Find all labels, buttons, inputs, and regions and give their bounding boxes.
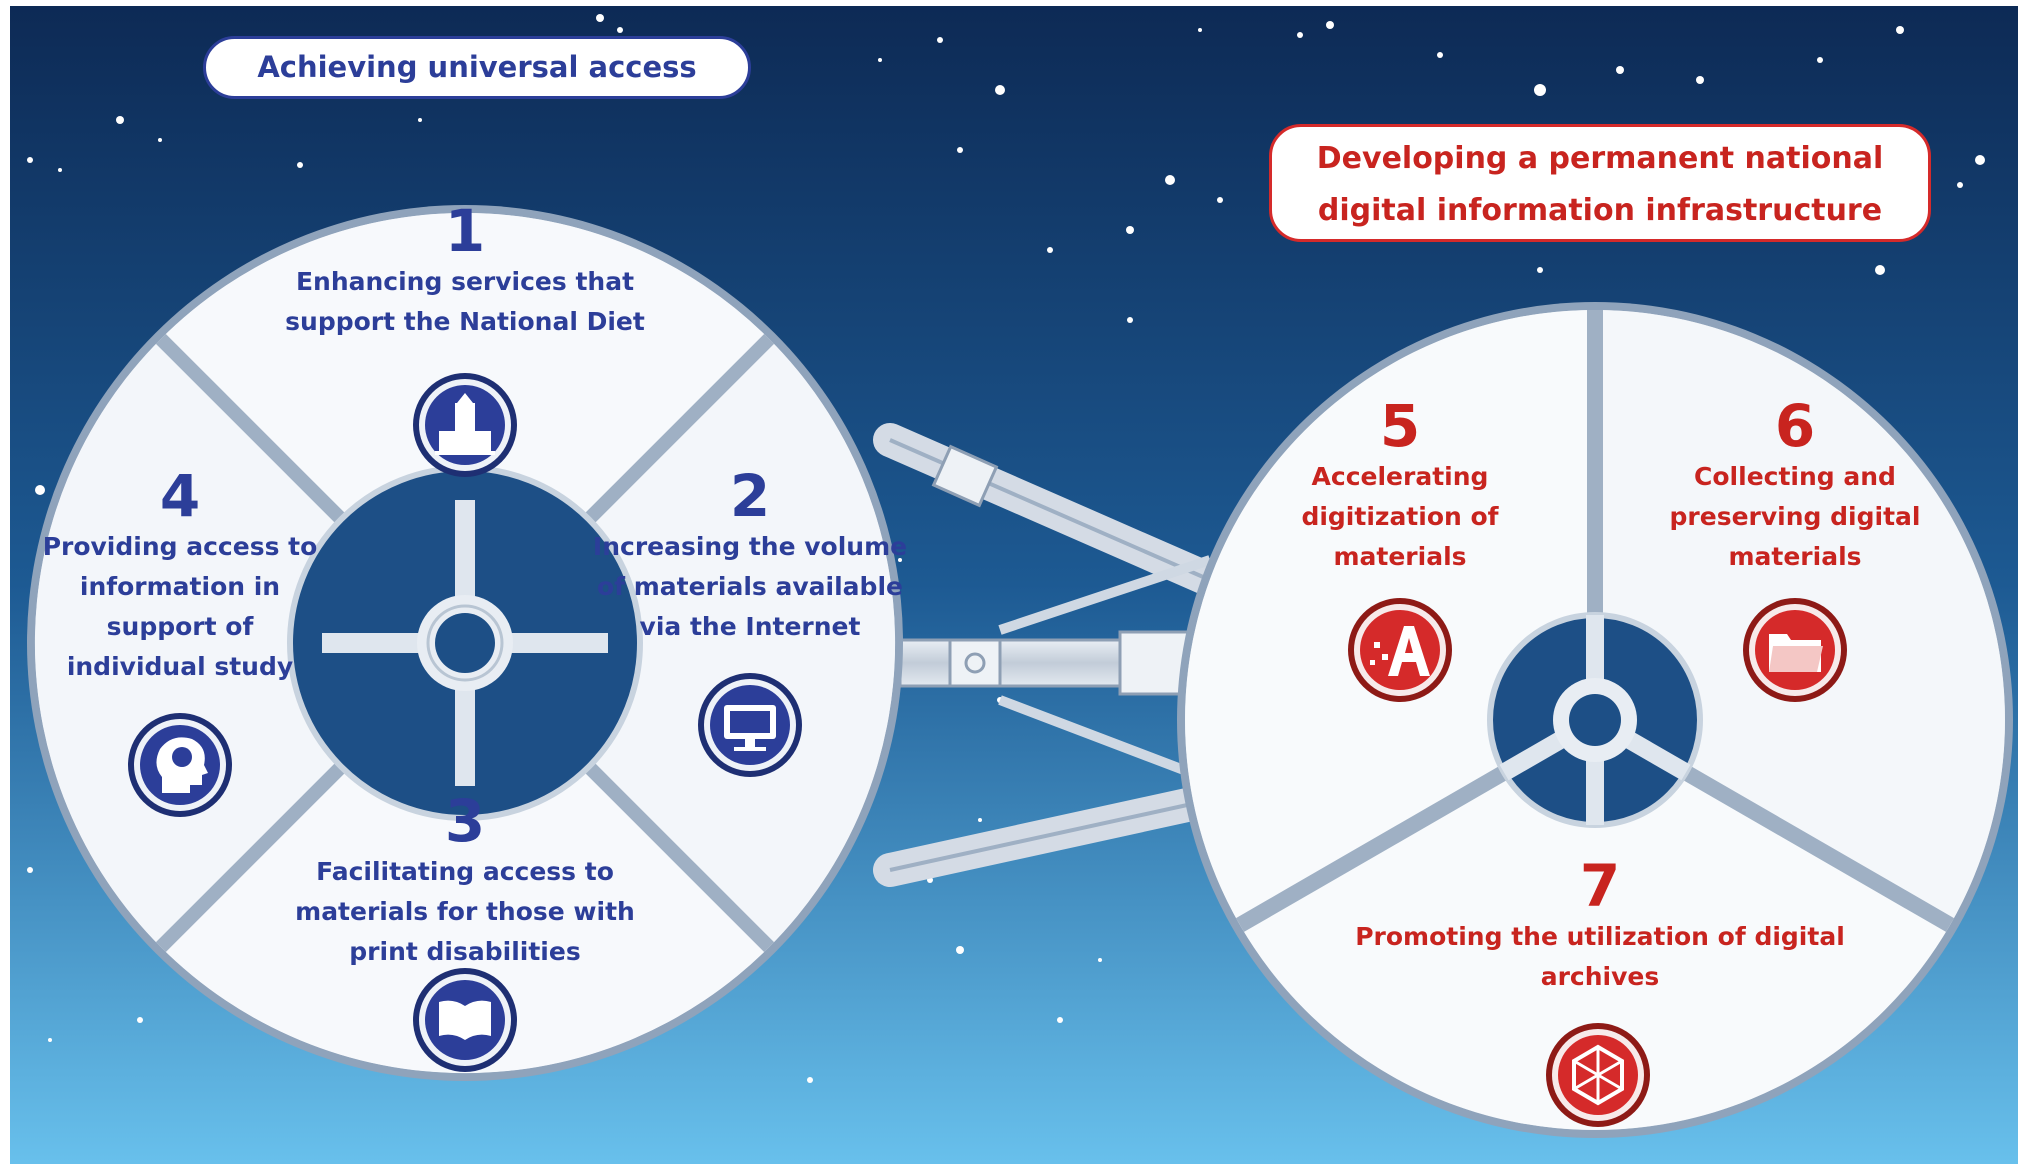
item-5-label: Accelerating digitization of materials	[1301, 462, 1499, 571]
right-station	[1177, 302, 2013, 1138]
universal-access-header: Achieving universal access	[203, 36, 751, 99]
item-7: 7 Promoting the utilization of digital a…	[1340, 855, 1860, 997]
item-6-label: Collecting and preserving digital materi…	[1669, 462, 1921, 571]
item-4: 4 Providing access to information in sup…	[40, 465, 320, 687]
item-7-number: 7	[1579, 852, 1621, 920]
item-3-label: Facilitating access to materials for tho…	[295, 857, 635, 966]
item-6-number: 6	[1774, 392, 1816, 460]
brain-head-icon	[128, 713, 232, 817]
item-1-number: 1	[444, 197, 486, 265]
item-3: 3 Facilitating access to materials for t…	[285, 790, 645, 972]
item-2-number: 2	[729, 462, 771, 530]
folder-icon	[1743, 598, 1847, 702]
left-station	[27, 205, 903, 1081]
item-1-label: Enhancing services that support the Nati…	[285, 267, 645, 336]
diet-building-icon	[413, 373, 517, 477]
item-3-number: 3	[444, 787, 486, 855]
open-book-icon	[413, 968, 517, 1072]
item-5-number: 5	[1379, 392, 1421, 460]
item-4-number: 4	[159, 462, 201, 530]
digital-infrastructure-header: Developing a permanent national digital …	[1269, 124, 1931, 242]
item-7-label: Promoting the utilization of digital arc…	[1355, 922, 1845, 991]
item-4-label: Providing access to information in suppo…	[42, 532, 318, 681]
item-5: 5 Accelerating digitization of materials	[1270, 395, 1530, 577]
item-2: 2 Increasing the volume of materials ava…	[585, 465, 915, 647]
connector-arms	[873, 423, 1227, 887]
item-6: 6 Collecting and preserving digital mate…	[1665, 395, 1925, 577]
stars	[27, 14, 1985, 1083]
digitized-letter-a-icon	[1348, 598, 1452, 702]
item-1: 1 Enhancing services that support the Na…	[265, 200, 665, 342]
digital-archive-pattern-icon	[1546, 1023, 1650, 1127]
computer-monitor-icon	[698, 673, 802, 777]
item-2-label: Increasing the volume of materials avail…	[592, 532, 908, 641]
